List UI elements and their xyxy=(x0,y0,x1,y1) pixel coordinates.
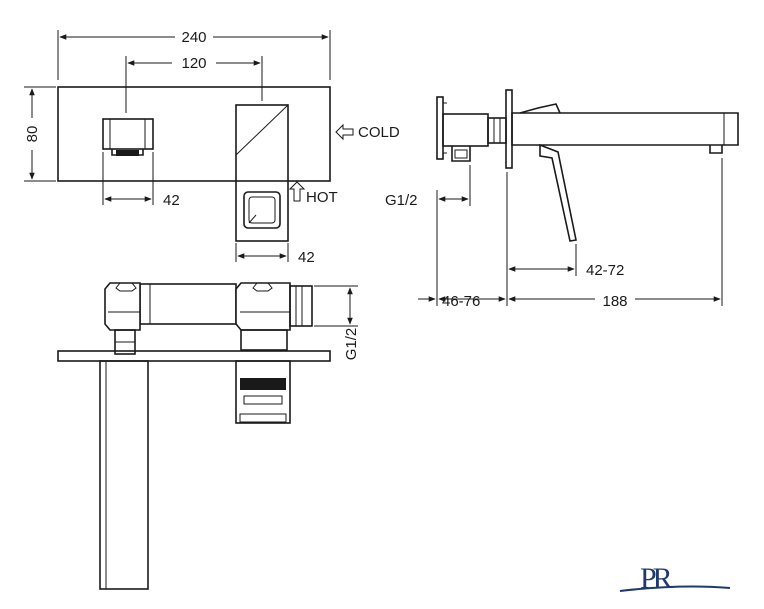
dim-top-thread: G1/2 xyxy=(314,285,360,361)
brand-logo: PR xyxy=(619,562,731,595)
dim-spout-width: 42 xyxy=(235,243,315,266)
dim-spout-length-label: 188 xyxy=(602,293,627,310)
dim-inlet-width: 42 xyxy=(102,152,180,209)
side-view: G1/2 42-72 46-76 188 xyxy=(385,89,739,310)
wall-plate xyxy=(57,86,331,182)
cold-label: COLD xyxy=(358,124,400,141)
cold-arrow-icon xyxy=(335,123,354,141)
dim-depth-label: 46-76 xyxy=(442,293,480,310)
top-view: G1/2 xyxy=(57,282,360,590)
dim-spout-length: 188 xyxy=(508,158,723,310)
dim-handle-spacing-label: 120 xyxy=(181,55,206,72)
inlet-block xyxy=(102,118,154,150)
dim-side-thread: G1/2 xyxy=(385,165,471,306)
dim-handle-spacing: 120 xyxy=(125,55,263,113)
hot-indicator: HOT xyxy=(288,181,338,206)
dim-height-label: 80 xyxy=(24,126,41,143)
lever xyxy=(539,143,577,242)
top-lever-block xyxy=(235,360,291,424)
dim-top-thread-label: G1/2 xyxy=(343,328,360,361)
spout-body xyxy=(511,112,739,146)
hot-label: HOT xyxy=(306,189,338,206)
cold-indicator: COLD xyxy=(335,123,400,141)
brand-logo-text: PR xyxy=(640,562,673,595)
right-valve xyxy=(235,282,291,331)
back-plate xyxy=(436,96,444,160)
dim-lever-range: 42-72 xyxy=(506,172,624,306)
dim-spout-width-label: 42 xyxy=(298,249,315,266)
top-cylinder xyxy=(139,283,237,325)
front-view: 240 120 80 42 42 xyxy=(24,29,400,266)
dim-lever-range-label: 42-72 xyxy=(586,262,624,279)
top-wall-plate xyxy=(57,350,331,362)
top-spout xyxy=(99,360,149,590)
dim-side-thread-label: G1/2 xyxy=(385,192,418,209)
hot-arrow-icon xyxy=(288,181,306,202)
dim-height: 80 xyxy=(24,86,56,182)
cover-plate xyxy=(505,89,513,169)
spout-outlet xyxy=(243,191,281,229)
spout-handle xyxy=(235,104,289,242)
dim-depth: 46-76 xyxy=(418,293,506,310)
dim-inlet-width-label: 42 xyxy=(163,192,180,209)
left-valve xyxy=(104,282,141,331)
dim-width: 240 xyxy=(57,29,331,80)
dim-width-label: 240 xyxy=(181,29,206,46)
valve-body xyxy=(442,113,489,147)
